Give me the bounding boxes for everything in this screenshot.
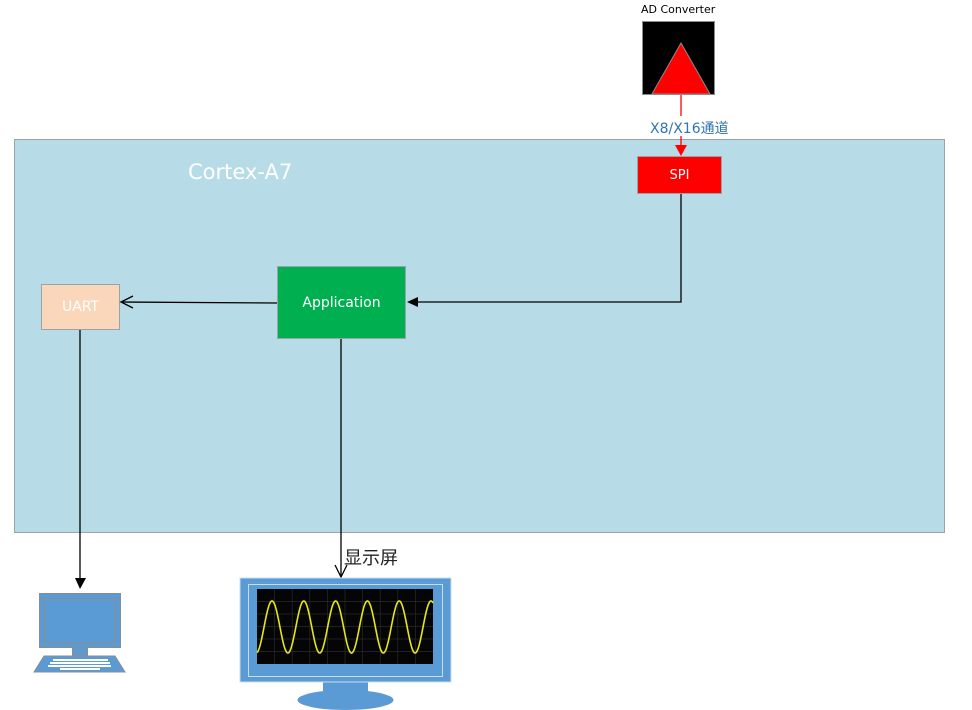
uart-arrowhead: [119, 295, 134, 309]
uart-label: UART: [61, 299, 100, 315]
adc-label: AD Converter: [641, 3, 716, 16]
spi-arrowhead: [675, 145, 687, 156]
spi-label: SPI: [669, 167, 690, 183]
display-arrowhead: [334, 564, 348, 579]
cortex-a7-title: Cortex-A7: [188, 160, 293, 184]
spi-block[interactable]: SPI: [637, 156, 722, 194]
desktop-computer-icon[interactable]: [33, 593, 126, 673]
adc-icon[interactable]: [642, 21, 715, 95]
cortex-a7-container: [14, 139, 945, 533]
oscilloscope-monitor-icon[interactable]: [239, 577, 452, 710]
display-label: 显示屏: [344, 548, 398, 569]
application-to-uart-connector: [120, 301, 278, 304]
application-arrowhead: [407, 297, 418, 307]
uart-block[interactable]: UART: [41, 284, 120, 330]
application-label: Application: [302, 294, 381, 311]
computer-arrowhead: [75, 578, 86, 589]
sine-waveform: [256, 600, 434, 654]
channel-label: X8/X16通道: [650, 121, 729, 137]
spi-to-application-connector: [418, 194, 682, 303]
application-block[interactable]: Application: [277, 266, 406, 339]
